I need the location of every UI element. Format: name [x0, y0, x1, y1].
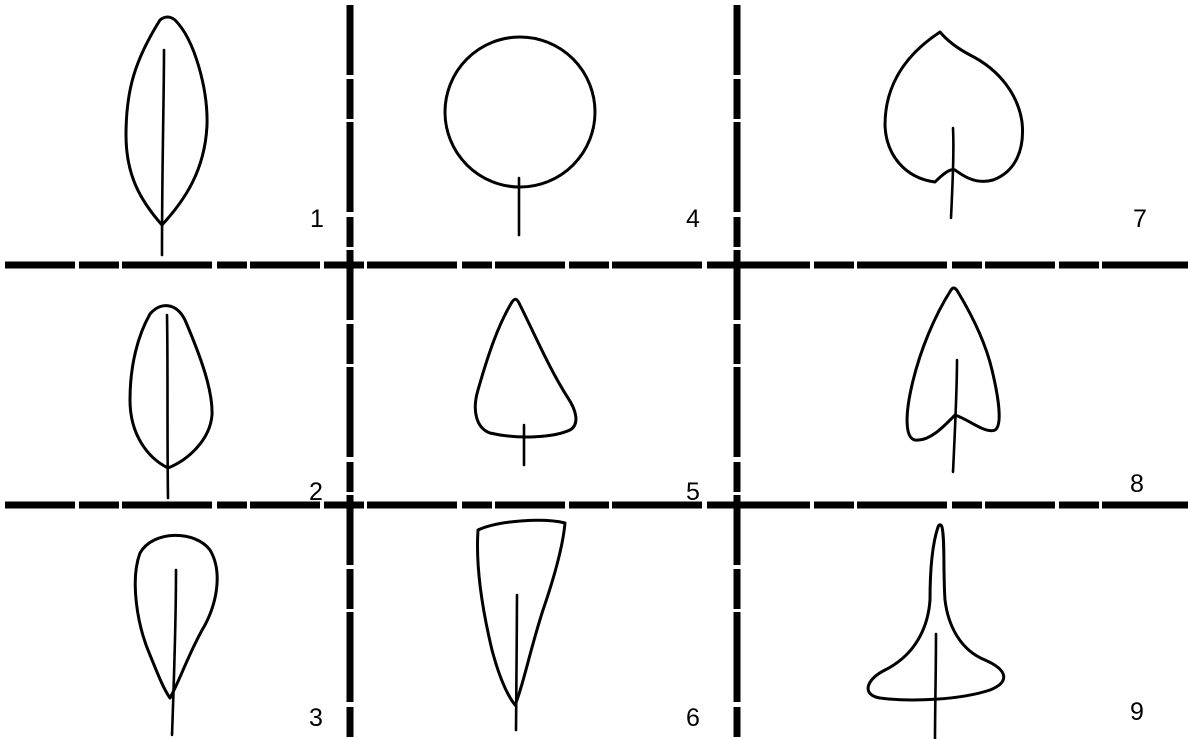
panel-number-3: 3	[309, 706, 323, 731]
leaf-4-orbicular	[445, 37, 595, 235]
panel-number-4: 4	[686, 207, 700, 232]
panel-number-9: 9	[1130, 700, 1144, 725]
panel-number-1: 1	[310, 207, 324, 232]
panel-number-8: 8	[1130, 472, 1144, 497]
panel-number-6: 6	[686, 706, 700, 731]
leaf-9-hastate	[868, 525, 1004, 739]
leaf-1-lanceolate	[126, 17, 207, 255]
leaf-8-sagittate	[907, 288, 999, 472]
leaf-5-deltoid	[475, 299, 576, 465]
panel-number-7: 7	[1133, 207, 1147, 232]
leaf-2-oblanceolate	[130, 306, 212, 498]
leaf-3-spatulate	[135, 535, 217, 735]
leaf-6-cuneate	[478, 520, 565, 730]
leaf-7-cordate	[885, 32, 1023, 218]
panel-number-5: 5	[686, 480, 700, 505]
panel-number-2: 2	[309, 480, 323, 505]
